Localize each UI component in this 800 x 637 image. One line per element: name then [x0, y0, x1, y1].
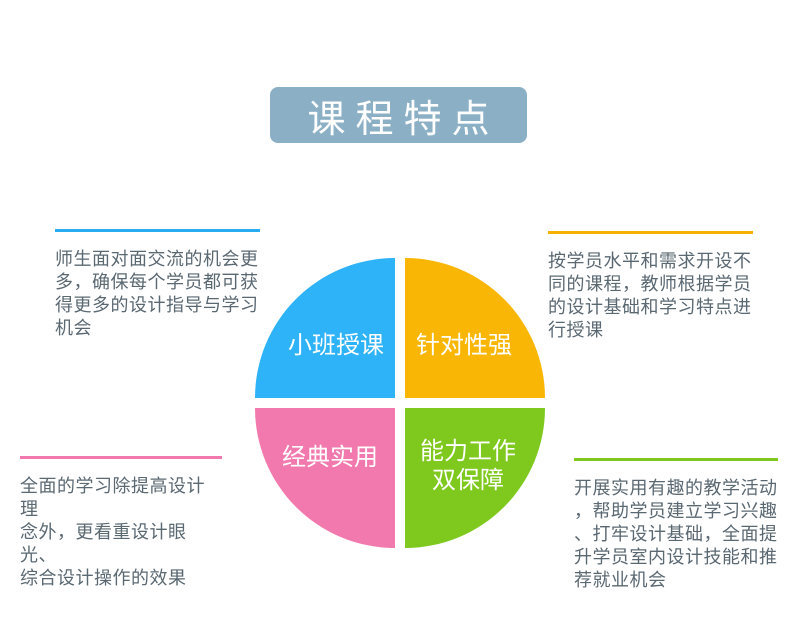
quadrant-label-targeted: 针对性强: [416, 332, 512, 359]
quadrant-label-classic-practical: 经典实用: [282, 444, 378, 471]
quadrant-label-dual-guarantee: 能力工作 双保障: [420, 438, 516, 494]
quadrant-label-small-class: 小班授课: [288, 332, 384, 359]
accent-line-green: [574, 458, 778, 461]
note-text-top-right: 按学员水平和需求开设不 同的课程，教师根据学员 的设计基础和学习特点进 行授课: [548, 251, 752, 340]
note-text-bottom-right: 开展实用有趣的教学活动 ，帮助学员建立学习兴趣 、打牢设计基础，全面提 升学员室…: [574, 478, 778, 590]
accent-line-pink: [20, 456, 222, 459]
accent-line-blue: [55, 229, 260, 232]
pie-quadrant-small-class: 小班授课: [255, 258, 395, 398]
pie-quadrant-dual-guarantee: 能力工作 双保障: [405, 408, 545, 548]
pie-quadrant-targeted: 针对性强: [405, 258, 545, 398]
quadrant-pie: 小班授课 针对性强 经典实用 能力工作 双保障: [255, 258, 545, 548]
note-text-top-left: 师生面对面交流的机会更 多，确保每个学员都可获 得更多的设计指导与学习 机会: [55, 249, 259, 338]
page-title: 课程特点: [307, 98, 500, 141]
title-banner: 课程特点: [270, 87, 527, 143]
note-text-bottom-left: 全面的学习除提高设计理 念外，更看重设计眼光、 综合设计操作的效果: [20, 476, 205, 588]
accent-line-yellow: [548, 231, 753, 234]
note-top-left: 师生面对面交流的机会更 多，确保每个学员都可获 得更多的设计指导与学习 机会: [55, 229, 260, 340]
note-bottom-right: 开展实用有趣的教学活动 ，帮助学员建立学习兴趣 、打牢设计基础，全面提 升学员室…: [574, 458, 778, 592]
note-top-right: 按学员水平和需求开设不 同的课程，教师根据学员 的设计基础和学习特点进 行授课: [548, 231, 753, 342]
note-bottom-left: 全面的学习除提高设计理 念外，更看重设计眼光、 综合设计操作的效果: [20, 456, 222, 590]
pie-quadrant-classic-practical: 经典实用: [255, 408, 395, 548]
